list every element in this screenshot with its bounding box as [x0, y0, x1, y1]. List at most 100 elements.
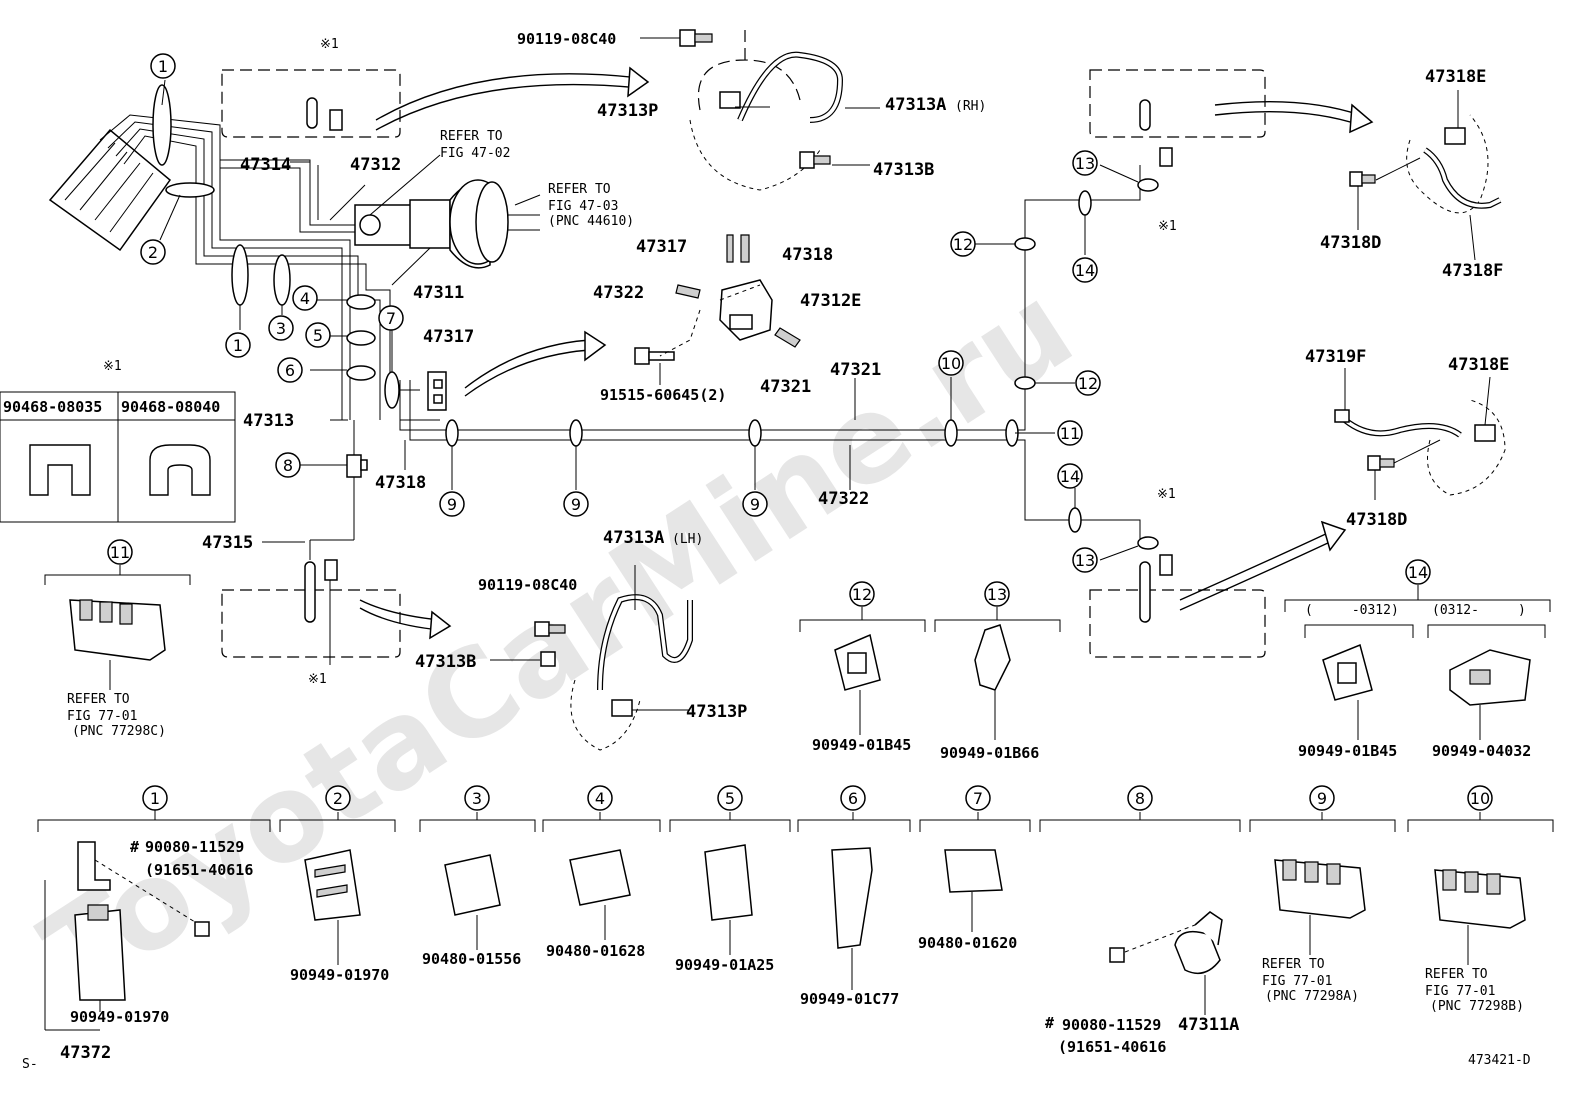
svg-text:14: 14	[1060, 467, 1080, 486]
callout-5-group: 5	[717, 785, 743, 811]
label-47318f: 47318F	[1442, 261, 1503, 281]
svg-text:9: 9	[447, 495, 457, 514]
main-brake-pipe	[309, 165, 1159, 560]
svg-text:11: 11	[110, 543, 130, 562]
svg-text:12: 12	[852, 585, 872, 604]
label-refer-7701-a3: (PNC 77298C)	[72, 724, 166, 739]
svg-text:12: 12	[953, 235, 973, 254]
label-47313b-bot: 47313B	[415, 652, 476, 672]
label-refer-4703-a: REFER TO	[548, 182, 611, 197]
label-90480-01620: 90480-01620	[918, 934, 1017, 952]
svg-text:7: 7	[386, 309, 396, 328]
label-refer-4702-b: FIG 47-02	[440, 146, 510, 161]
svg-text:9: 9	[571, 495, 581, 514]
svg-text:8: 8	[1135, 789, 1145, 808]
label-star1-a: ※1	[320, 37, 339, 52]
label-refer-7701-b2: FIG 77-01	[1262, 974, 1332, 989]
callout-12-a: 12	[950, 231, 976, 257]
label-star1-e: ※1	[1157, 487, 1176, 502]
svg-text:4: 4	[595, 789, 605, 808]
label-hash-a: #	[130, 838, 139, 856]
label-47318d-b: 47318D	[1346, 510, 1407, 530]
label-refer-4703-b: FIG 47-03	[548, 199, 618, 214]
callout-3-group: 3	[464, 785, 490, 811]
label-47312: 47312	[350, 155, 401, 175]
svg-text:5: 5	[725, 789, 735, 808]
callout-7-group: 7	[965, 785, 991, 811]
front-lh-hose	[221, 559, 693, 751]
svg-text:10: 10	[1470, 789, 1490, 808]
label-90949-01b45-b: 90949-01B45	[1298, 742, 1397, 760]
label-47318-a: 47318	[782, 245, 833, 265]
callout-6-group: 6	[840, 785, 866, 811]
label-47318e-a: 47318E	[1425, 67, 1486, 87]
label-90949-01970-a: 90949-01970	[70, 1008, 169, 1026]
svg-text:10: 10	[941, 354, 961, 373]
svg-text:11: 11	[1060, 424, 1080, 443]
label-47322-b: 47322	[818, 489, 869, 509]
svg-text:8: 8	[283, 456, 293, 475]
label-90949-01c77: 90949-01C77	[800, 990, 899, 1008]
callout-13-group: 13	[984, 581, 1010, 607]
label-lh: (LH)	[672, 532, 703, 547]
svg-text:2: 2	[148, 243, 158, 262]
label-s-mark: S-	[22, 1057, 38, 1072]
label-hash-b: #	[1045, 1014, 1054, 1032]
label-47311: 47311	[413, 283, 464, 303]
callout-1-mid: 1	[225, 332, 251, 358]
clip-parts	[37, 565, 1554, 1031]
label-47318-b: 47318	[375, 473, 426, 493]
svg-text:7: 7	[973, 789, 983, 808]
callout-8-group: 8	[1127, 785, 1153, 811]
callout-13-b: 13	[1072, 547, 1098, 573]
label-47313a-lh: 47313A	[603, 528, 664, 548]
label-refer-7701-b3: (PNC 77298A)	[1265, 989, 1359, 1004]
callout-9-group: 9	[1309, 785, 1335, 811]
label-refer-4702-a: REFER TO	[440, 129, 503, 144]
label-91515: 91515-60645(2)	[600, 386, 726, 404]
callouts: 1 2 1 3 4 5 6 7 8 9 9 9 10 11 12 12 13 1…	[107, 53, 1493, 811]
callout-4-group: 4	[587, 785, 613, 811]
label-refer-7701-b1: REFER TO	[1262, 957, 1325, 972]
label-47317-b: 47317	[423, 327, 474, 347]
master-cylinder-area	[48, 66, 650, 420]
callout-5-top: 5	[305, 322, 331, 348]
proportioning-valve	[634, 234, 801, 385]
svg-text:9: 9	[750, 495, 760, 514]
label-47314: 47314	[240, 155, 291, 175]
svg-text:14: 14	[1075, 261, 1095, 280]
label-refer-7701-c1: REFER TO	[1425, 967, 1488, 982]
callout-12-b: 12	[1075, 370, 1101, 396]
label-star1-c: ※1	[308, 672, 327, 687]
svg-text:13: 13	[1075, 154, 1095, 173]
label-refer-7701-c3: (PNC 77298B)	[1430, 999, 1524, 1014]
callout-10-top: 10	[938, 350, 964, 376]
callout-2: 2	[140, 239, 166, 265]
callout-2-group: 2	[325, 785, 351, 811]
label-47372: 47372	[60, 1043, 111, 1063]
label-47312e: 47312E	[800, 291, 861, 311]
label-90949-01970-b: 90949-01970	[290, 966, 389, 984]
svg-text:12: 12	[1078, 374, 1098, 393]
label-90468-a: 90468-08035	[3, 398, 102, 416]
label-47319f: 47319F	[1305, 347, 1366, 367]
90468-table	[0, 391, 236, 523]
label-47313p-top: 47313P	[597, 101, 658, 121]
callout-1-top: 1	[150, 53, 176, 79]
callout-14-a: 14	[1072, 257, 1098, 283]
label-47313: 47313	[243, 411, 294, 431]
callout-9-c: 9	[742, 491, 768, 517]
callout-9-a: 9	[439, 491, 465, 517]
callout-14-group: 14	[1405, 559, 1431, 585]
labels: 90119-08C40 47313P 47313A (RH) 47313B ※1…	[3, 30, 1531, 1072]
callout-9-b: 9	[563, 491, 589, 517]
callout-7-top: 7	[378, 305, 404, 331]
label-47315: 47315	[202, 533, 253, 553]
label-range-b: (0312- )	[1432, 603, 1526, 618]
front-rh-hose	[640, 29, 880, 191]
label-47318d-a: 47318D	[1320, 233, 1381, 253]
label-90468-b: 90468-08040	[121, 398, 220, 416]
label-47321-b: 47321	[830, 360, 881, 380]
callout-11-top: 11	[1057, 420, 1083, 446]
label-47322-a: 47322	[593, 283, 644, 303]
